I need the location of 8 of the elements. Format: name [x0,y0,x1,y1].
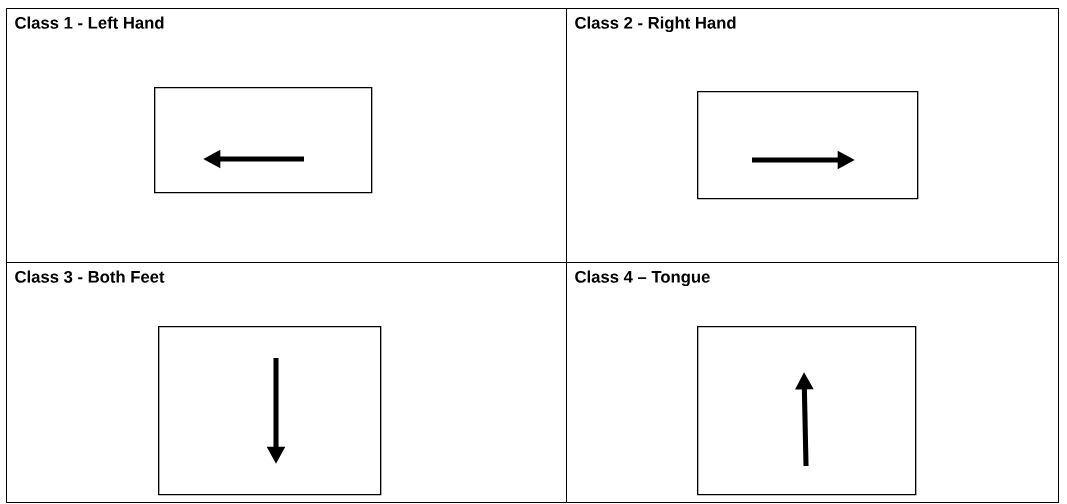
table-cell: Class 1 - Left Hand [6,8,567,263]
frame-box [154,87,373,194]
table-cell: Class 2 - Right Hand [566,8,1059,263]
table-cell: Class 4 – Tongue [566,262,1059,503]
frame-box [697,91,919,200]
table-cell: Class 3 - Both Feet [6,262,567,503]
frame-box [158,326,382,496]
frame-box [697,326,917,496]
